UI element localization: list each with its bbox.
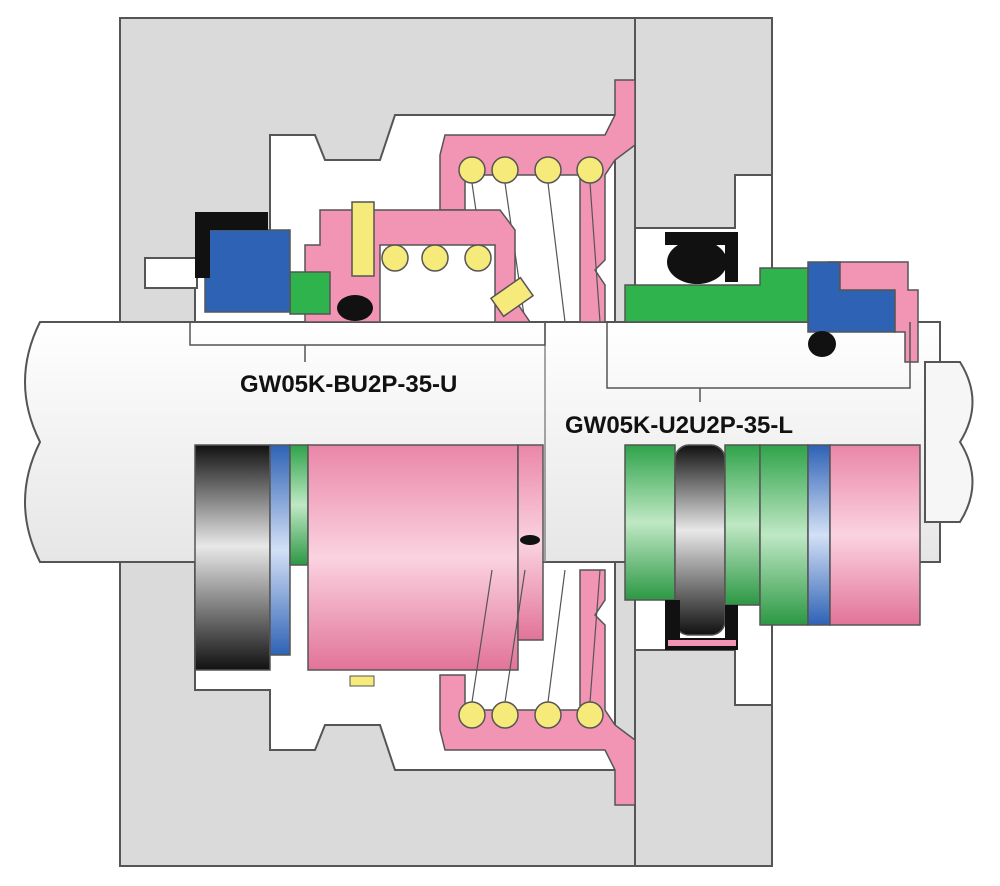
lower-seal-cutaway xyxy=(624,232,919,363)
upper-seal-label: GW05K-BU2P-35-U xyxy=(240,371,457,398)
lower-seal-external xyxy=(624,444,921,650)
lower-seal-label: GW05K-U2U2P-35-L xyxy=(565,412,793,439)
label-brackets xyxy=(189,322,911,402)
upper-seal-external xyxy=(194,444,636,806)
upper-seal-cutaway xyxy=(195,79,636,323)
